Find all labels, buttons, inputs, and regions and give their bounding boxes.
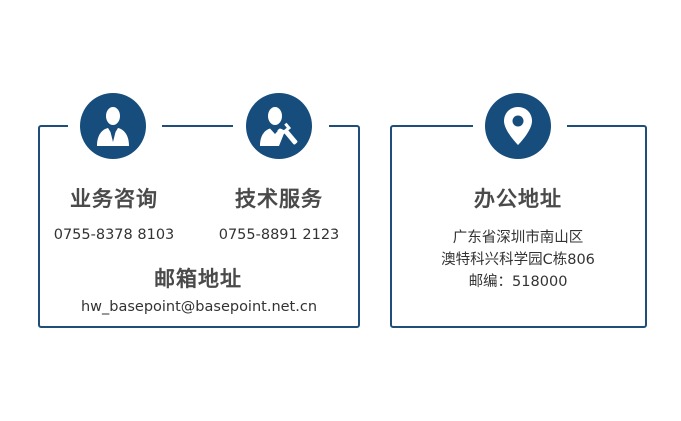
user-tie-icon bbox=[80, 93, 146, 159]
email-title: 邮箱地址 bbox=[154, 267, 242, 291]
consult-phone: 0755-8378 8103 bbox=[53, 227, 175, 243]
wrench-user-icon bbox=[246, 93, 312, 159]
email-address: hw_basepoint@basepoint.net.cn bbox=[80, 299, 318, 315]
tech-title: 技术服务 bbox=[235, 187, 323, 211]
location-pin-icon bbox=[485, 93, 551, 159]
office-address-line1: 广东省深圳市南山区 bbox=[452, 230, 584, 246]
consult-title: 业务咨询 bbox=[70, 187, 158, 211]
office-title: 办公地址 bbox=[474, 187, 562, 211]
office-postcode: 邮编：518000 bbox=[468, 274, 568, 290]
tech-phone: 0755-8891 2123 bbox=[218, 227, 340, 243]
office-address-line2: 澳特科兴科学园C栋806 bbox=[441, 252, 595, 268]
